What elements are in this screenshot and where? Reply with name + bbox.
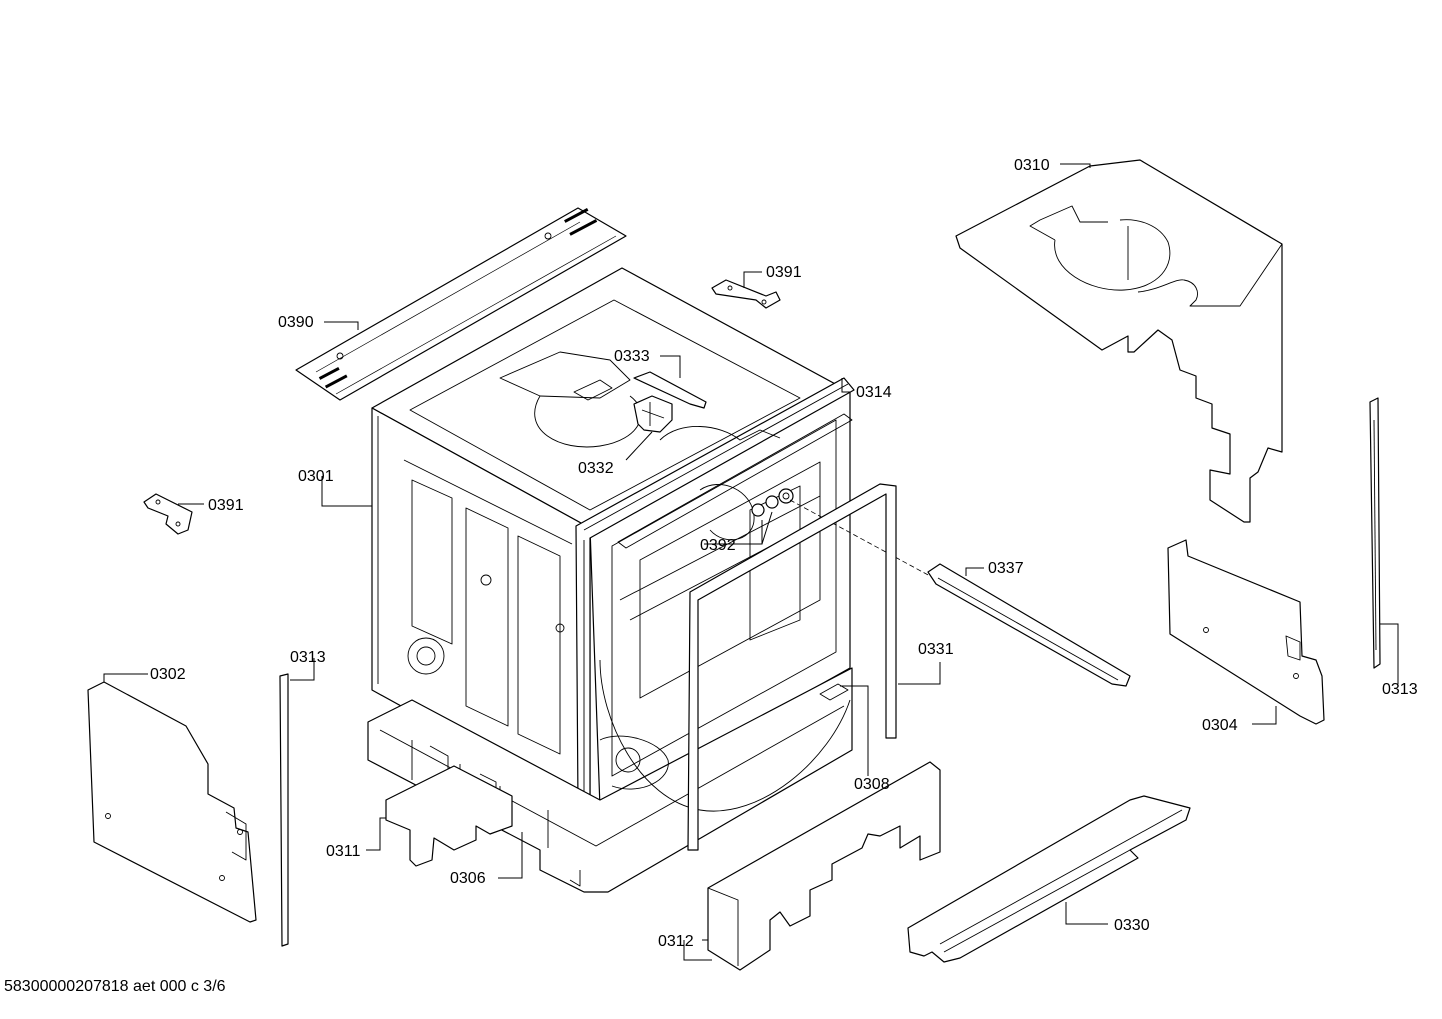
- callout-0331: 0331: [918, 641, 954, 658]
- part-0310-insulation-cover: [955, 159, 1283, 523]
- part-0392-nozzle: [751, 488, 794, 517]
- part-0313-side-strip-right: [1369, 397, 1381, 669]
- part-0313-side-strip-left: [279, 673, 289, 947]
- document-code: 58300000207818 aet 000 c 3/6: [4, 978, 226, 995]
- part-0332-clip: [633, 395, 673, 433]
- part-0312-front-insulation: [707, 761, 941, 971]
- part-0390-top-plate: [295, 207, 627, 401]
- callout-0312: 0312: [658, 933, 694, 950]
- callout-0390: 0390: [278, 314, 314, 331]
- callout-0306: 0306: [450, 870, 486, 887]
- callout-labels: 0310 0391 0390 0333 0314 0332 0301 0391 …: [150, 157, 1418, 950]
- leader-lines: [103, 163, 1399, 961]
- part-0308-seal-strip: [819, 683, 849, 701]
- callout-0301: 0301: [298, 468, 334, 485]
- callout-0330: 0330: [1114, 917, 1150, 934]
- callout-0313-left: 0313: [290, 649, 326, 666]
- part-0304-side-panel-right: [1167, 539, 1325, 725]
- callout-0314: 0314: [856, 384, 892, 401]
- callout-0392: 0392: [700, 537, 736, 554]
- callout-0311: 0311: [326, 843, 361, 860]
- part-0391-bracket-top: [711, 279, 781, 309]
- callout-0308: 0308: [854, 776, 890, 793]
- callout-0333: 0333: [614, 348, 650, 365]
- callout-0304: 0304: [1202, 717, 1238, 734]
- callout-0391-left: 0391: [208, 497, 244, 514]
- callout-0332: 0332: [578, 460, 614, 477]
- callout-0391-top: 0391: [766, 264, 802, 281]
- part-0330-kick-panel: [907, 795, 1191, 963]
- callout-0337: 0337: [988, 560, 1024, 577]
- part-0331-door-seal: [687, 483, 897, 851]
- part-0311-insulation-block: [385, 765, 513, 867]
- part-0314-frame-rail: [617, 413, 853, 549]
- part-0302-side-panel-left: [87, 681, 257, 923]
- part-0391-bracket-left: [143, 493, 193, 535]
- part-0337-rod: [789, 499, 1131, 687]
- callout-0313-right: 0313: [1382, 681, 1418, 698]
- callout-0310: 0310: [1014, 157, 1050, 174]
- part-0333-holder: [633, 371, 707, 409]
- callout-0302: 0302: [150, 666, 186, 683]
